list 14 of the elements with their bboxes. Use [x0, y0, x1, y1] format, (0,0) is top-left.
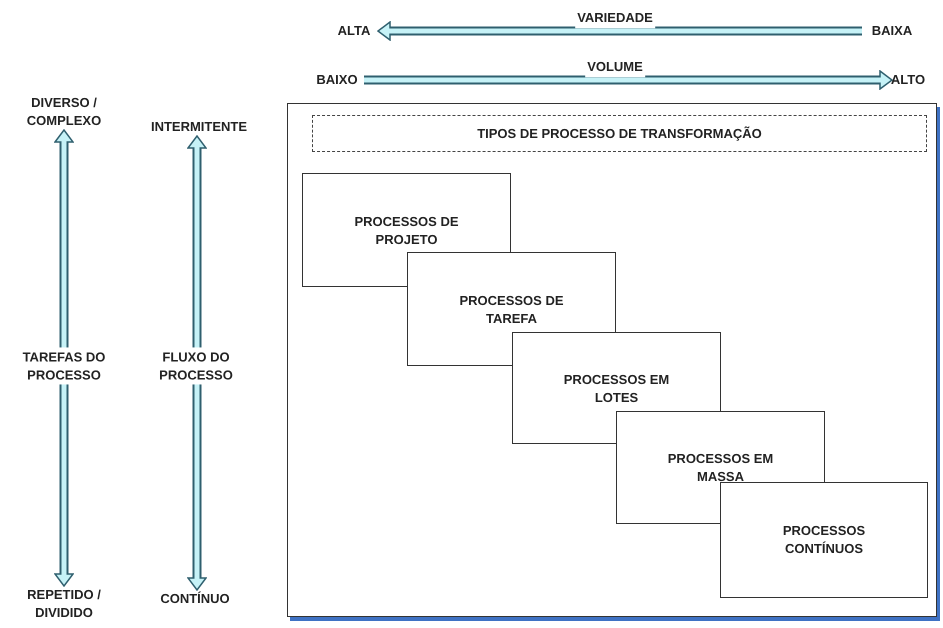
process-box: PROCESSOS DE TAREFA [407, 252, 616, 332]
axis-end-label: CONTÍNUO [140, 590, 250, 608]
axis-end-label: BAIXA [862, 23, 922, 39]
axis-end-label: ALTA [330, 23, 378, 39]
process-box: PROCESSOS EM LOTES [512, 332, 721, 411]
process-box: PROCESSOS CONTÍNUOS [720, 482, 928, 598]
process-box: PROCESSOS EM MASSA [616, 411, 825, 482]
process-box: PROCESSOS DE PROJETO [302, 173, 511, 252]
axis-end-label: ALTO [892, 72, 924, 88]
title-box: TIPOS DE PROCESSO DE TRANSFORMAÇÃO [312, 115, 927, 152]
axis-end-label: INTERMITENTE [134, 118, 264, 136]
axis-end-label: REPETIDO / DIVIDIDO [8, 586, 120, 622]
axis-end-label: BAIXO [310, 72, 364, 88]
axis-end-label: DIVERSO / COMPLEXO [8, 94, 120, 130]
